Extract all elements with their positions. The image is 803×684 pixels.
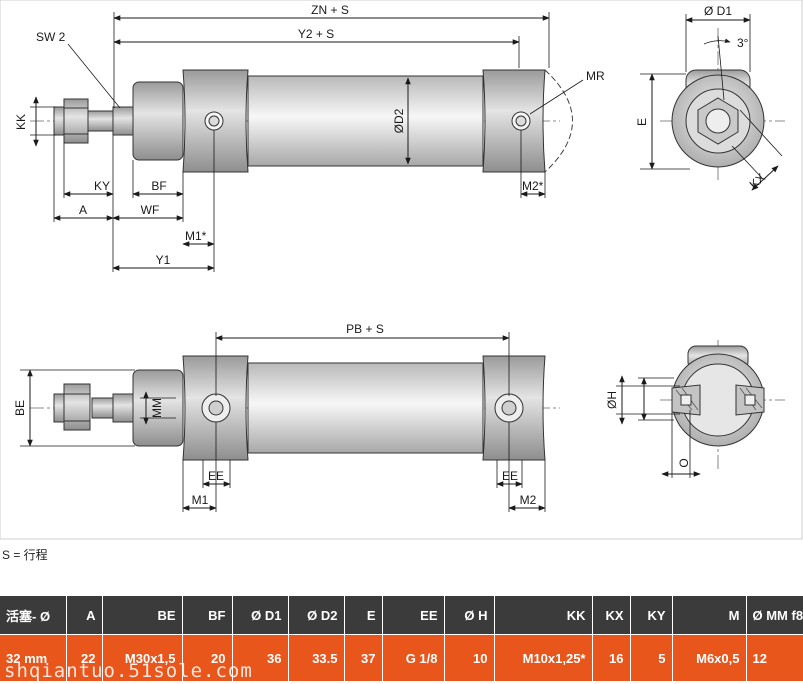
label-m2s: M2* [522,179,544,193]
table-cell: M10x1,25* [494,634,593,681]
side-view-bottom [20,332,560,512]
cylinder-technical-drawing: ZN + S Y2 + S SW 2 MR KK ØD2 KY BF A WF … [0,0,803,540]
header-cell: KX [592,596,631,635]
table-cell: 20 [182,634,233,681]
header-cell: Ø H [444,596,495,635]
table-cell: 16 [592,634,631,681]
header-cell: BE [102,596,183,635]
header-cell: A [66,596,103,635]
label-m2: M2 [520,493,537,507]
table-cell: 12 [746,634,803,681]
label-ee-front: EE [208,469,224,483]
label-ee-rear: EE [502,469,518,483]
table-cell: G 1/8 [382,634,445,681]
header-cell: Ø MM f8 [746,596,803,635]
header-cell: BF [182,596,233,635]
end-view-top [640,14,785,191]
table-cell: M6x0,5 [672,634,747,681]
label-od2: ØD2 [392,108,406,133]
label-bf: BF [151,179,166,193]
label-ky: KY [94,179,110,193]
label-kk: KK [14,114,28,130]
header-cell: Ø D1 [232,596,289,635]
label-e: E [635,118,649,126]
label-be: BE [13,400,27,416]
label-pb: PB + S [346,322,384,336]
header-cell: E [344,596,383,635]
label-zn: ZN + S [311,3,349,17]
label-oh: ØH [605,391,619,409]
table-row: 32 mm 22 M30x1,5 20 36 33.5 37 G 1/8 10 … [0,634,803,681]
label-od1: Ø D1 [704,4,732,18]
header-cell: EE [382,596,445,635]
label-wf: WF [141,203,160,217]
label-3deg: 3° [737,36,749,50]
header-cell: M [672,596,747,635]
header-cell: KY [630,596,673,635]
stroke-note: S = 行程 [2,548,48,562]
table-cell: 22 [66,634,103,681]
label-mm: MM [150,398,164,418]
table-cell: 5 [630,634,673,681]
header-cell: KK [494,596,593,635]
label-y2: Y2 + S [298,27,334,41]
table-cell: 36 [232,634,289,681]
label-sw2: SW 2 [36,30,66,44]
label-m1: M1 [192,493,209,507]
label-o: O [677,458,691,467]
side-view-top [30,12,584,272]
header-cell: Ø D2 [288,596,345,635]
label-kx: KX [747,170,768,191]
table-cell: 37 [344,634,383,681]
table-cell: M30x1,5 [102,634,183,681]
label-a: A [79,203,87,217]
table-cell: 33.5 [288,634,345,681]
label-mr: MR [586,69,605,83]
label-y1: Y1 [156,253,171,267]
spec-table-header: 活塞- Ø A BE BF Ø D1 Ø D2 E EE Ø H KK KX K… [0,596,803,635]
end-view-bottom [616,340,785,478]
table-cell: 10 [444,634,495,681]
header-cell: 活塞- Ø [0,596,67,635]
label-m1s: M1* [185,229,207,243]
table-cell: 32 mm [0,634,67,681]
spec-table: 活塞- Ø A BE BF Ø D1 Ø D2 E EE Ø H KK KX K… [0,596,803,681]
